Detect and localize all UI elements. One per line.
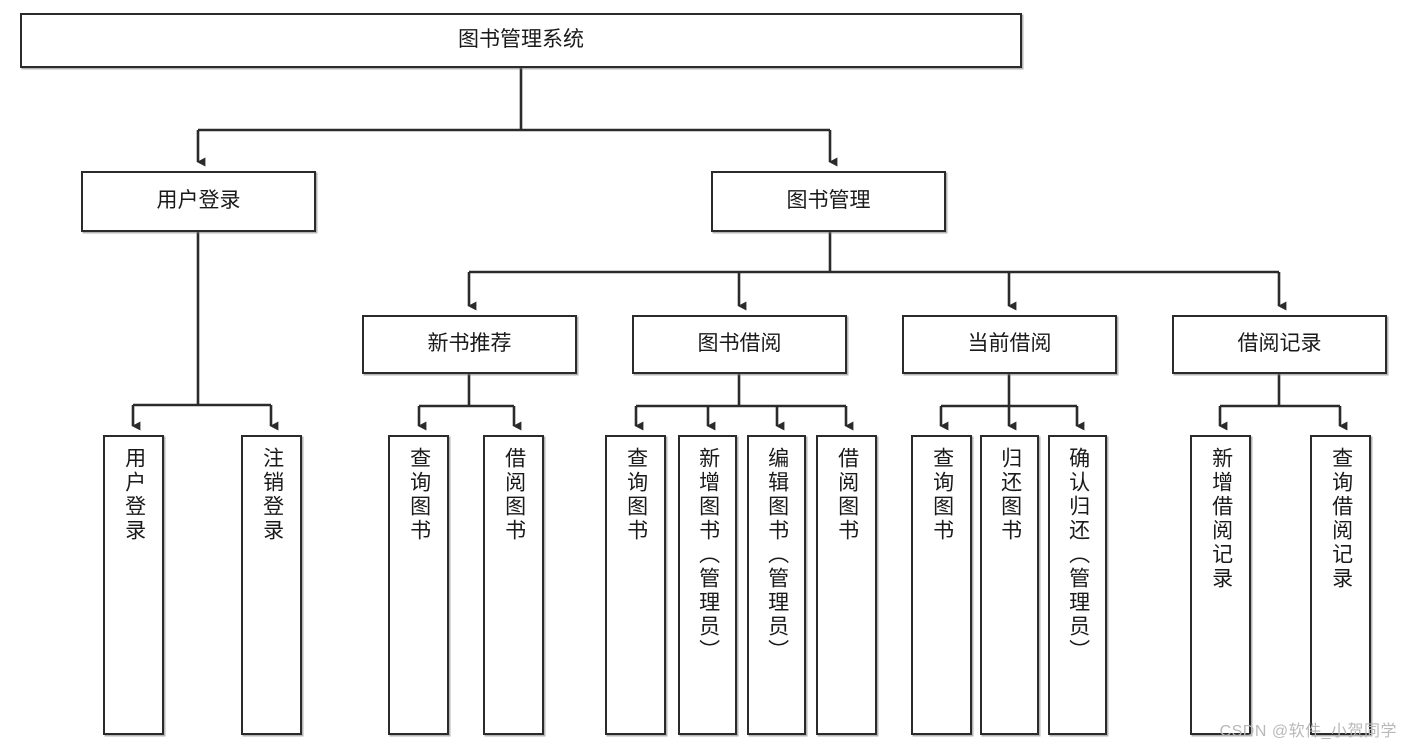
node-label: 确认归还（管理员） [1066,447,1090,663]
node-label: 归还图书 [998,447,1022,543]
node-label: 查询借阅记录 [1329,447,1353,591]
node-label: 借阅图书 [502,447,526,543]
node-label: 注销登录 [260,447,284,543]
node-leaf-return-book[interactable]: 归还图书 [980,435,1039,735]
node-book-manage[interactable]: 图书管理 [711,171,946,232]
node-leaf-confirm-return-admin[interactable]: 确认归还（管理员） [1048,435,1107,735]
node-label: 查询图书 [624,447,648,543]
node-label: 用户登录 [122,447,146,543]
node-label: 当前借阅 [967,332,1052,356]
node-label: 图书管理 [786,189,871,213]
node-leaf-user-login[interactable]: 用户登录 [103,435,164,735]
node-leaf-query-borrow-record[interactable]: 查询借阅记录 [1310,435,1371,735]
node-label: 借阅图书 [835,447,859,543]
node-leaf-borrow-book-recommend[interactable]: 借阅图书 [483,435,544,735]
node-label: 图书借阅 [697,332,782,356]
node-leaf-edit-book-admin[interactable]: 编辑图书（管理员） [747,435,806,735]
node-label: 图书管理系统 [458,28,584,52]
node-leaf-query-book-current[interactable]: 查询图书 [911,435,972,735]
node-label: 查询图书 [407,447,431,543]
node-leaf-add-borrow-record[interactable]: 新增借阅记录 [1190,435,1251,735]
node-root-book-management-system[interactable]: 图书管理系统 [20,13,1022,68]
node-book-borrow[interactable]: 图书借阅 [632,315,847,374]
node-label: 编辑图书（管理员） [765,447,789,663]
node-label: 查询图书 [930,447,954,543]
node-borrow-record[interactable]: 借阅记录 [1172,315,1387,374]
node-leaf-query-book-recommend[interactable]: 查询图书 [388,435,449,735]
node-current-borrow[interactable]: 当前借阅 [902,315,1117,374]
node-leaf-borrow-book[interactable]: 借阅图书 [816,435,877,735]
node-leaf-logout[interactable]: 注销登录 [241,435,302,735]
node-label: 新书推荐 [427,332,512,356]
watermark-csdn: CSDN @软件_小贺同学 [1219,723,1397,740]
node-leaf-query-book-borrow[interactable]: 查询图书 [605,435,666,735]
node-label: 新增借阅记录 [1209,447,1233,591]
node-label: 借阅记录 [1237,332,1322,356]
node-label: 新增图书（管理员） [696,447,720,663]
node-leaf-add-book-admin[interactable]: 新增图书（管理员） [678,435,737,735]
node-new-book-recommend[interactable]: 新书推荐 [362,315,577,374]
node-label: 用户登录 [156,189,241,213]
node-user-login[interactable]: 用户登录 [81,171,316,232]
